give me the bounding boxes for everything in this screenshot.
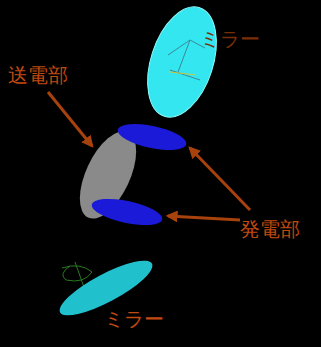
generator-label: 発電部 bbox=[240, 218, 300, 240]
transmitter-label: 送電部 bbox=[8, 64, 68, 86]
mirror-label: ミラー bbox=[200, 28, 260, 50]
generator-top bbox=[115, 119, 188, 155]
mirror-label: ミラー bbox=[104, 308, 164, 330]
generator-bottom bbox=[89, 194, 164, 230]
leader-arrows bbox=[48, 92, 250, 220]
mirror-top bbox=[135, 0, 229, 126]
